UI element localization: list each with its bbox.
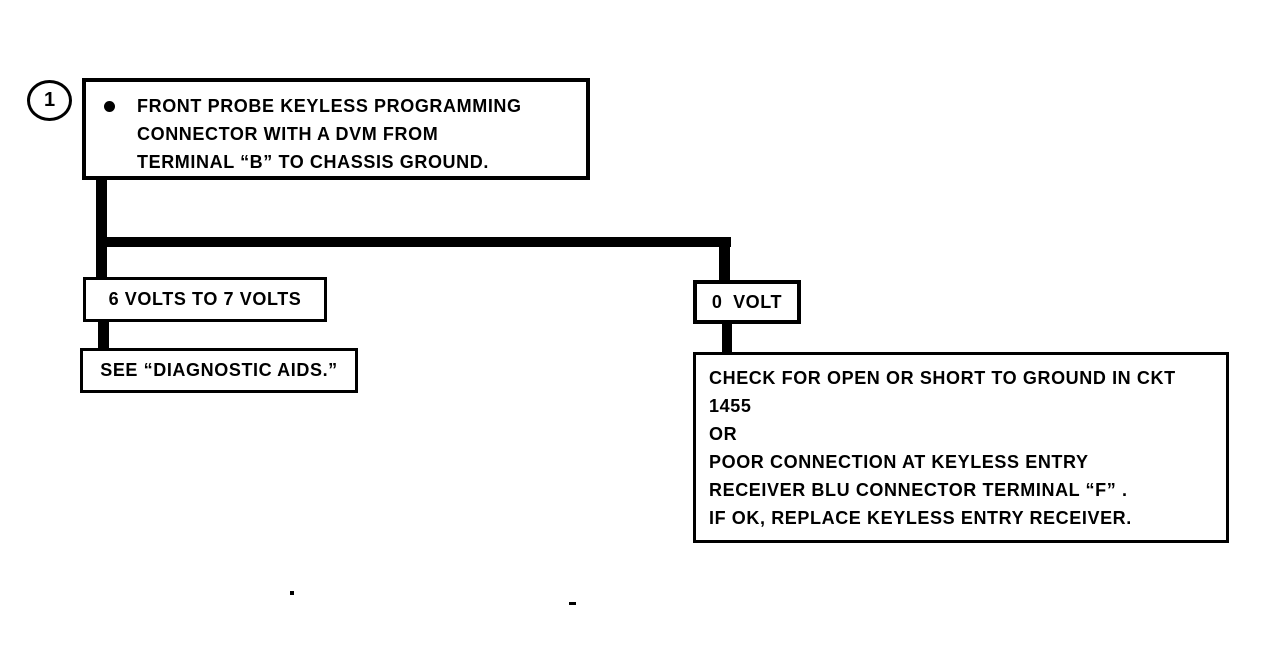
action-line: OR bbox=[709, 424, 738, 444]
instruction-box: FRONT PROBE KEYLESS PROGRAMMING CONNECTO… bbox=[82, 78, 590, 180]
instruction-line: TERMINAL “B” TO CHASSIS GROUND. bbox=[137, 152, 489, 172]
bullet-icon bbox=[104, 101, 115, 112]
connector-vertical-left-bottom bbox=[98, 320, 109, 350]
step-number: 1 bbox=[43, 89, 56, 111]
result-label: 6 VOLTS TO 7 VOLTS bbox=[108, 289, 302, 309]
action-line: IF OK, REPLACE KEYLESS ENTRY RECEIVER. bbox=[709, 508, 1132, 528]
action-line: CHECK FOR OPEN OR SHORT TO GROUND IN CKT bbox=[709, 368, 1176, 388]
connector-vertical-right-bottom bbox=[722, 322, 732, 354]
instruction-line: FRONT PROBE KEYLESS PROGRAMMING bbox=[137, 96, 522, 116]
step-number-badge: 1 bbox=[27, 80, 72, 121]
scan-speck bbox=[290, 591, 294, 595]
action-box-check-circuit: CHECK FOR OPEN OR SHORT TO GROUND IN CKT… bbox=[693, 352, 1229, 543]
action-label: SEE “DIAGNOSTIC AIDS.” bbox=[100, 360, 338, 380]
result-label: 0 VOLT bbox=[711, 291, 783, 312]
instruction-text: FRONT PROBE KEYLESS PROGRAMMING CONNECTO… bbox=[137, 92, 522, 176]
connector-vertical-right-top bbox=[719, 240, 730, 282]
action-line: POOR CONNECTION AT KEYLESS ENTRY bbox=[709, 452, 1089, 472]
instruction-line: CONNECTOR WITH A DVM FROM bbox=[137, 124, 439, 144]
action-line: 1455 bbox=[709, 396, 752, 416]
result-box-6-to-7-volts: 6 VOLTS TO 7 VOLTS bbox=[83, 277, 327, 322]
action-box-see-diagnostic-aids: SEE “DIAGNOSTIC AIDS.” bbox=[80, 348, 358, 393]
connector-horizontal bbox=[96, 237, 731, 247]
result-box-0-volt: 0 VOLT bbox=[693, 280, 801, 324]
scan-speck bbox=[569, 602, 576, 605]
action-line: RECEIVER BLU CONNECTOR TERMINAL “F” . bbox=[709, 480, 1128, 500]
connector-vertical-left-top bbox=[96, 178, 107, 279]
